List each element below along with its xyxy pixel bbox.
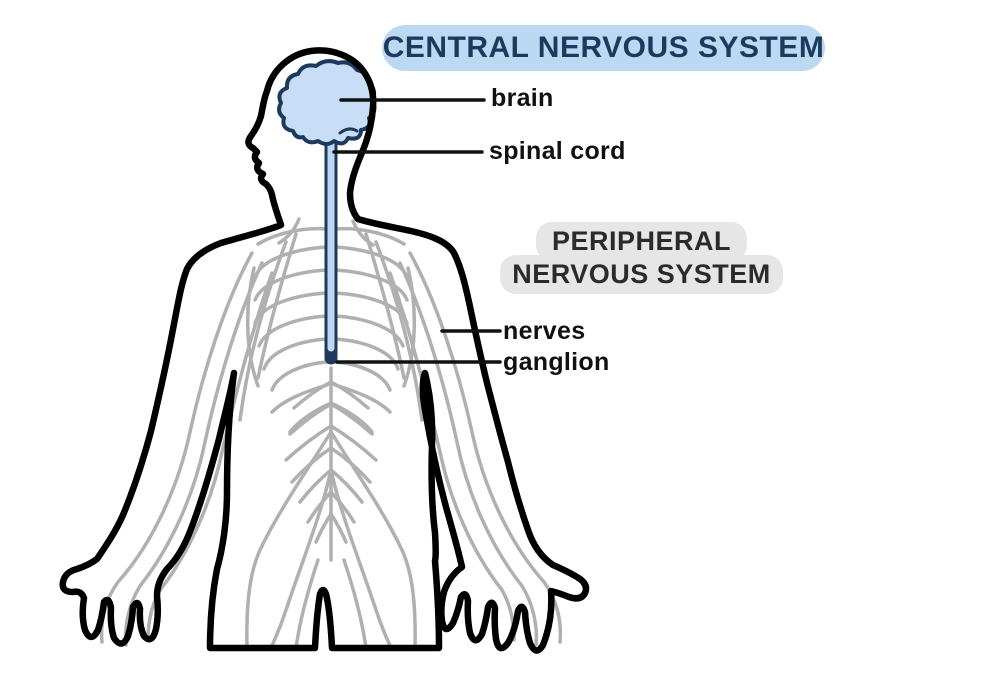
nerve-line bbox=[288, 402, 333, 436]
ribcage bbox=[245, 217, 417, 434]
nerve-line bbox=[314, 512, 333, 544]
nerve-line bbox=[146, 271, 274, 642]
rib-line bbox=[262, 337, 329, 371]
rib-line bbox=[333, 314, 405, 348]
rib-line bbox=[257, 314, 329, 348]
ganglion-label: ganglion bbox=[503, 348, 610, 376]
cns-title-badge: CENTRAL NERVOUS SYSTEM bbox=[382, 25, 825, 71]
nerve-line bbox=[329, 468, 393, 650]
ribcage-side-left bbox=[245, 266, 260, 388]
nerve-line bbox=[245, 430, 333, 650]
brain-label: brain bbox=[491, 84, 554, 112]
cerebellum-line bbox=[338, 127, 359, 135]
brain-blob bbox=[277, 59, 377, 146]
nerve-line bbox=[329, 402, 374, 436]
nerve-line bbox=[329, 424, 378, 462]
nerve-line bbox=[398, 261, 539, 647]
rib-line bbox=[333, 337, 400, 371]
nerve-line bbox=[329, 380, 370, 410]
nerve-line bbox=[298, 468, 333, 504]
nerve-line bbox=[284, 424, 333, 462]
ribcage-side-right bbox=[402, 266, 417, 388]
nerve-line bbox=[329, 490, 356, 524]
body-silhouette bbox=[59, 47, 590, 654]
pns-title-line1: PERIPHERAL bbox=[535, 222, 748, 261]
nerve-line bbox=[329, 468, 364, 504]
spinal-cord-label: spinal cord bbox=[489, 137, 626, 165]
neck-line-left bbox=[277, 217, 301, 245]
body-outline bbox=[59, 47, 590, 654]
pointer-lines bbox=[332, 98, 502, 364]
nerve-line bbox=[269, 468, 333, 650]
nerve-line bbox=[256, 232, 298, 380]
nerve-line bbox=[306, 490, 333, 524]
clavicle-right bbox=[333, 226, 406, 246]
nerves-label: nerves bbox=[503, 317, 586, 345]
rib-line bbox=[270, 360, 329, 392]
nerve-line bbox=[374, 240, 424, 422]
nerve-line bbox=[123, 261, 264, 647]
pns-title-badge: PERIPHERAL NERVOUS SYSTEM bbox=[498, 222, 785, 294]
nerve-line bbox=[329, 512, 348, 544]
nerve-line bbox=[292, 380, 333, 410]
nerve-line bbox=[238, 240, 288, 422]
pns-title-line2: NERVOUS SYSTEM bbox=[500, 255, 783, 294]
nerve-line bbox=[329, 430, 417, 650]
brain-shape bbox=[277, 59, 377, 146]
nerve-line bbox=[342, 558, 368, 650]
cns-title-text: CENTRAL NERVOUS SYSTEM bbox=[382, 31, 825, 64]
nerve-line bbox=[294, 558, 320, 650]
nerve-line bbox=[388, 271, 516, 642]
